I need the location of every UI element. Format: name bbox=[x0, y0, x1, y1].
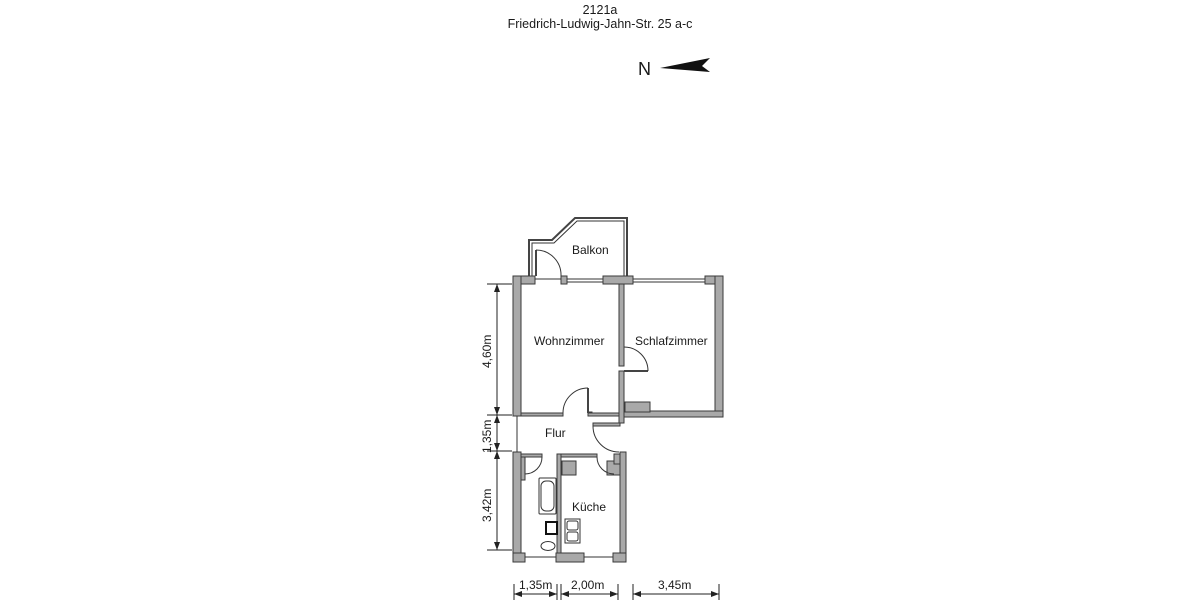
room-label-kueche: Küche bbox=[572, 500, 606, 514]
room-label-schlafzimmer: Schlafzimmer bbox=[635, 334, 708, 348]
address: Friedrich-Ludwig-Jahn-Str. 25 a-c bbox=[507, 17, 693, 31]
north-indicator: N bbox=[638, 56, 718, 84]
room-label-flur: Flur bbox=[545, 426, 566, 440]
dim-schlafzimmer-width: 3,45m bbox=[658, 578, 691, 592]
room-label-balkon: Balkon bbox=[572, 243, 609, 257]
plan-id: 2121a bbox=[582, 3, 618, 17]
north-arrow-icon bbox=[660, 58, 710, 72]
vertical-dimensions: 4,60m 1,35m 3,42m bbox=[480, 283, 512, 551]
dim-kueche-height: 3,42m bbox=[480, 489, 494, 522]
room-label-wohnzimmer: Wohnzimmer bbox=[534, 334, 604, 348]
fixtures bbox=[538, 477, 581, 551]
dim-wohnzimmer-height: 4,60m bbox=[480, 335, 494, 368]
horizontal-dimensions: 1,35m 2,00m 3,45m bbox=[513, 578, 720, 600]
balcony bbox=[528, 217, 628, 276]
walls bbox=[512, 275, 724, 563]
dim-bad-width: 1,35m bbox=[519, 578, 552, 592]
north-label: N bbox=[638, 59, 651, 79]
dim-flur-height: 1,35m bbox=[480, 420, 494, 453]
dim-kueche-width: 2,00m bbox=[571, 578, 604, 592]
doors bbox=[524, 249, 649, 475]
